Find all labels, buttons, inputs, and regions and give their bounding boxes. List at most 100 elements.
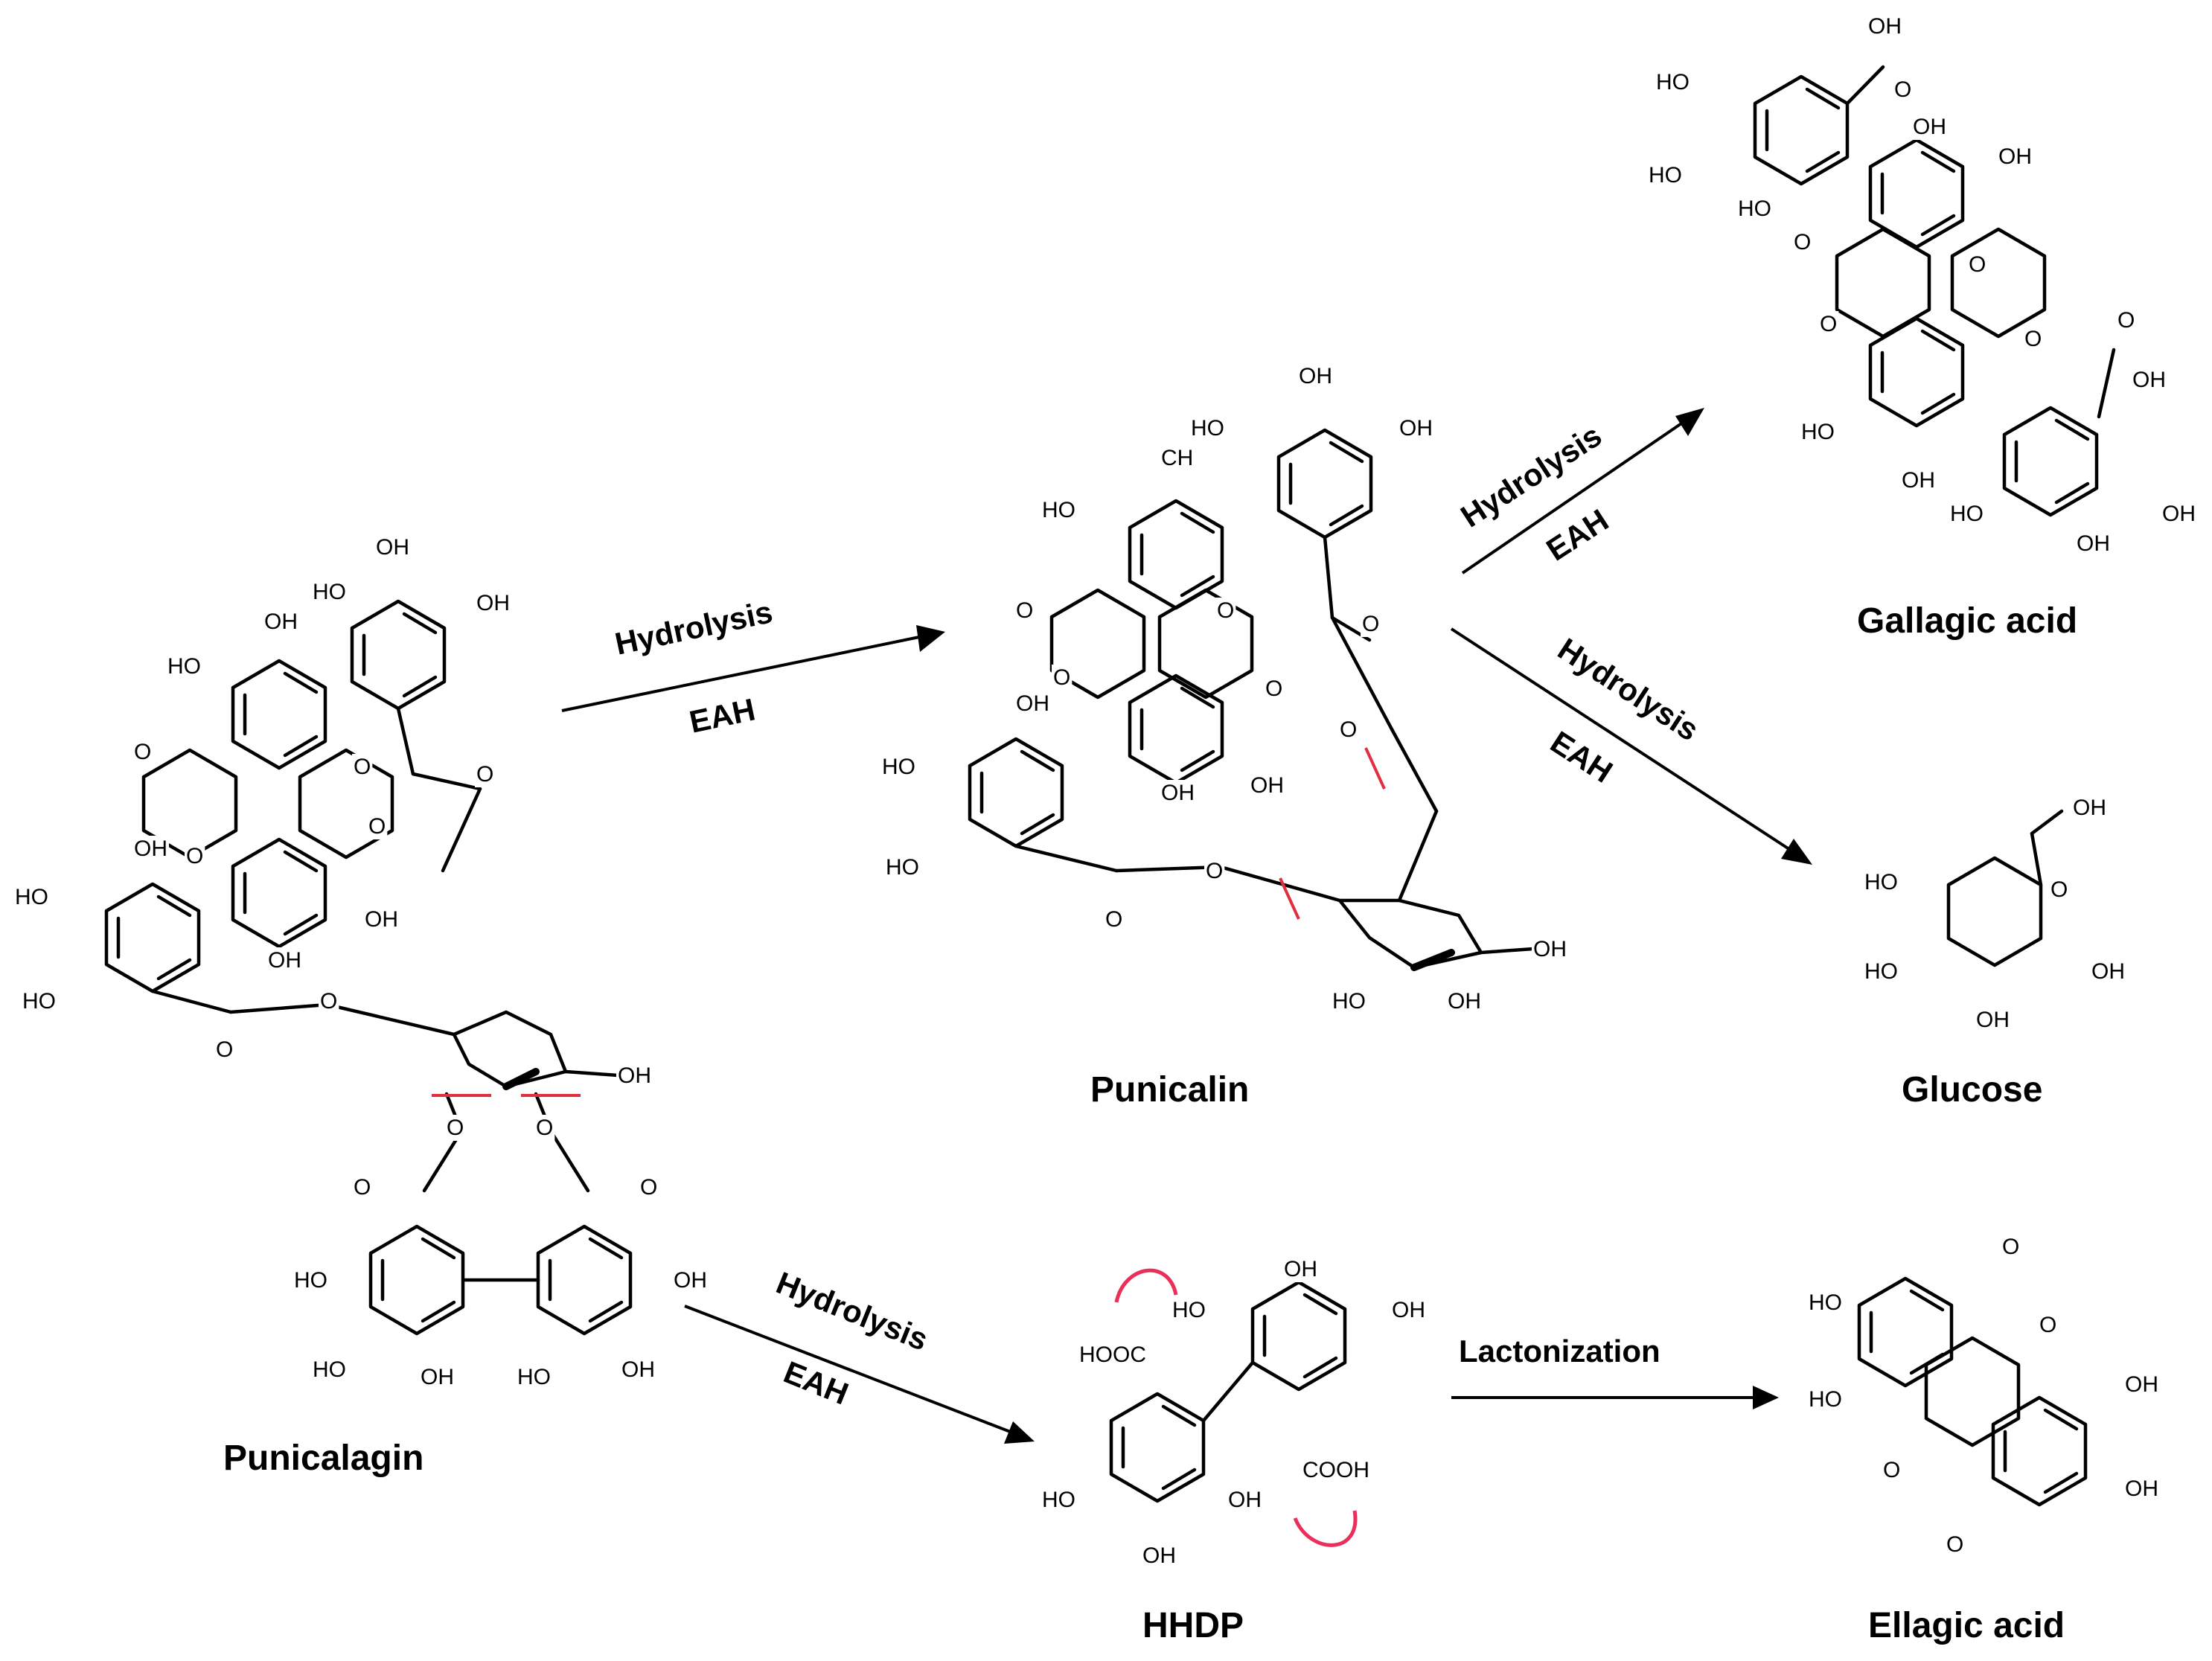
atom-label: O bbox=[536, 1116, 553, 1140]
atom-label: OH bbox=[365, 907, 398, 932]
punicalagin-atom-labels: OH HO OH OH HO O O O O O OH HO OH OH HO … bbox=[13, 534, 709, 1390]
atom-label-background bbox=[367, 813, 388, 839]
ring bbox=[1253, 1282, 1345, 1389]
bond bbox=[422, 1129, 464, 1193]
bond bbox=[563, 1069, 620, 1078]
atom-label-background bbox=[1997, 144, 2033, 170]
atom-label-background bbox=[263, 609, 299, 635]
cleavage-mark bbox=[1364, 747, 1386, 790]
atom-label-background bbox=[2131, 367, 2167, 393]
bond bbox=[1330, 615, 1394, 732]
arrow-shaft bbox=[1450, 627, 1795, 854]
atom-label: O bbox=[368, 814, 386, 839]
atom-label: OH bbox=[421, 1365, 454, 1389]
arrow-punicalagin-to-punicalin: Hydrolysis EAH bbox=[561, 594, 945, 740]
atom-label: OH bbox=[1913, 115, 1946, 139]
glucose-atom-labels: OH HO O HO OH OH bbox=[1863, 795, 2126, 1033]
atom-label-background bbox=[1189, 415, 1226, 441]
bond bbox=[1323, 535, 1334, 620]
atom-label: OH bbox=[1902, 468, 1935, 493]
arrow-head bbox=[1675, 408, 1704, 436]
atom-label: O bbox=[2050, 877, 2068, 902]
atom-label: HO bbox=[313, 580, 346, 604]
bond bbox=[1014, 844, 1119, 873]
atom-label-background bbox=[166, 653, 202, 679]
ring bbox=[233, 661, 325, 768]
atom-label: OH bbox=[1976, 1008, 2010, 1032]
atom-label-background bbox=[132, 739, 153, 765]
atom-label-background bbox=[1807, 1290, 1844, 1316]
atom-label-background bbox=[672, 1267, 709, 1293]
atom-label-background bbox=[1818, 311, 1839, 337]
atom-label-background bbox=[639, 1174, 659, 1200]
atom-label-background bbox=[374, 534, 411, 560]
atom-label: O bbox=[1053, 665, 1070, 690]
atom-label: OH bbox=[2132, 368, 2166, 392]
arrow-head bbox=[1753, 1386, 1779, 1409]
reaction-label: EAH bbox=[779, 1354, 854, 1412]
atom-label-background bbox=[13, 884, 50, 910]
atom-label-background bbox=[1800, 419, 1836, 445]
atom-label-background bbox=[319, 988, 339, 1014]
ring bbox=[538, 1226, 630, 1334]
atom-label: OH bbox=[134, 836, 167, 861]
atom-label: O bbox=[447, 1116, 464, 1140]
atom-label-background bbox=[1893, 77, 1914, 103]
atom-label: HO bbox=[313, 1357, 346, 1382]
atom-label-background bbox=[1041, 497, 1077, 523]
atom-label-background bbox=[2049, 877, 2070, 903]
atom-label-background bbox=[1647, 162, 1684, 188]
atom-label-background bbox=[1655, 69, 1691, 95]
atom-label-background bbox=[475, 590, 511, 616]
punicalin-atom-labels: OH HO OH CH HO O O O O O OH O HO OH OH H… bbox=[880, 363, 1568, 1014]
atom-label: HO bbox=[1864, 870, 1898, 894]
hhdp-atom-labels: OH HO OH HOOC COOH HO OH OH bbox=[1041, 1256, 1427, 1569]
atom-label: OH bbox=[1250, 773, 1284, 798]
atom-label: HO bbox=[1042, 498, 1075, 522]
bond bbox=[2097, 348, 2116, 419]
atom-label-background bbox=[1949, 501, 1985, 527]
reaction-label: Hydrolysis bbox=[1552, 631, 1705, 747]
atom-label: OH bbox=[1392, 1298, 1425, 1322]
bond bbox=[441, 787, 482, 873]
atom-label-background bbox=[1975, 1007, 2011, 1033]
atom-label-background bbox=[419, 1364, 455, 1390]
atom-label: O bbox=[1820, 312, 1837, 336]
ring bbox=[970, 739, 1062, 846]
atom-label: OH bbox=[1228, 1488, 1262, 1512]
atom-label-background bbox=[185, 843, 205, 869]
cleavage-mark bbox=[1279, 877, 1300, 920]
atom-label: O bbox=[1340, 717, 1357, 742]
atom-label: O bbox=[476, 762, 493, 787]
atom-label-background bbox=[1331, 988, 1367, 1014]
atom-label: O bbox=[1217, 598, 1234, 623]
arrow-punicalin-to-glucose: Hydrolysis EAH bbox=[1450, 627, 1812, 865]
atom-label-background bbox=[1301, 1457, 1371, 1483]
ring bbox=[233, 839, 325, 947]
atom-label-background bbox=[1264, 676, 1285, 702]
atom-label: HO bbox=[1950, 502, 1984, 526]
ring bbox=[1859, 1278, 1952, 1386]
atom-label-background bbox=[884, 854, 921, 880]
atom-label-background bbox=[2161, 501, 2197, 527]
atom-label-background bbox=[1052, 665, 1073, 691]
atom-label: O bbox=[1794, 230, 1811, 255]
bond bbox=[1114, 865, 1223, 873]
curl-arrow-top bbox=[1114, 1268, 1178, 1303]
atom-label: O bbox=[1894, 77, 1911, 102]
atom-label: OH bbox=[1998, 144, 2032, 169]
atom-label-background bbox=[1736, 196, 1773, 222]
atom-label-background bbox=[2116, 307, 2137, 333]
reaction-label: Hydrolysis bbox=[612, 594, 776, 662]
atom-label-background bbox=[1171, 1297, 1207, 1323]
atom-label-background bbox=[352, 754, 373, 780]
atom-label-background bbox=[214, 1037, 235, 1063]
gallagic-acid-structure: OH HO O OH OH HO HO O O O O O OH HO OH H… bbox=[1647, 13, 2197, 641]
ring bbox=[2004, 408, 2097, 515]
gallagic-acid-label: Gallagic acid bbox=[1857, 601, 2077, 641]
atom-label: HO bbox=[886, 855, 919, 880]
atom-label: HO bbox=[1801, 420, 1835, 444]
atom-label: OH bbox=[621, 1357, 655, 1382]
ring bbox=[352, 601, 444, 708]
ring bbox=[1755, 77, 1847, 184]
